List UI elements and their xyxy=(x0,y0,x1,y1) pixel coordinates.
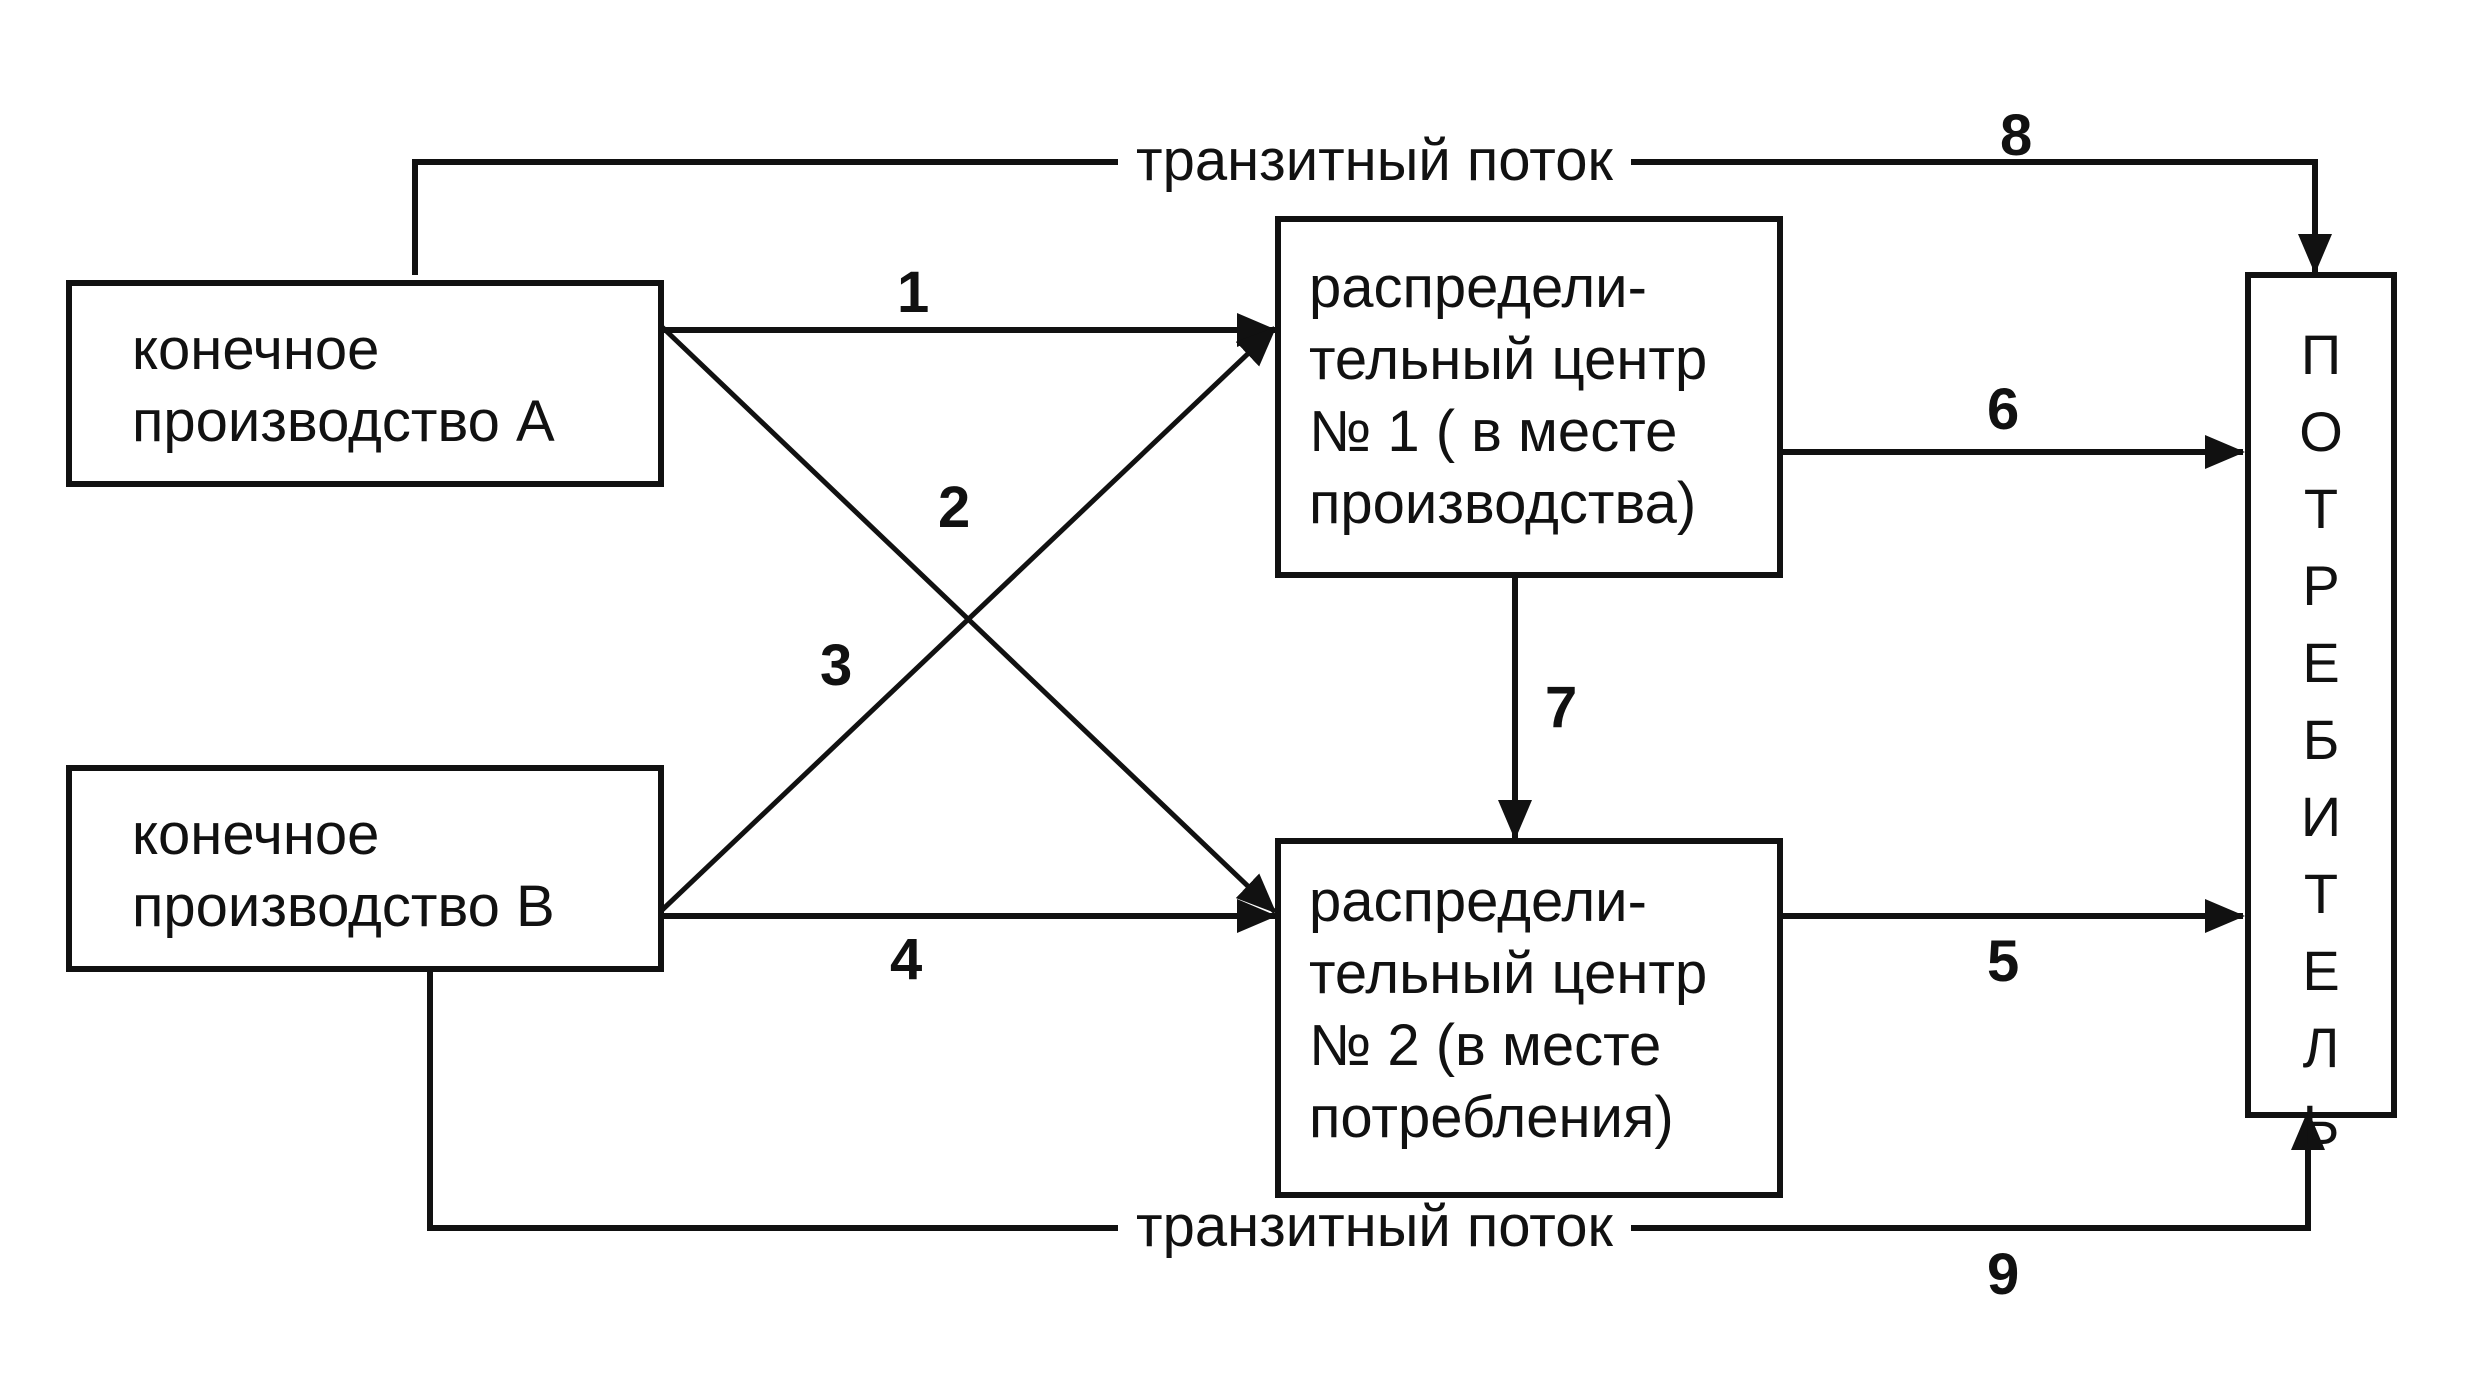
center-2-line-2: тельный центр xyxy=(1309,941,1708,1006)
flow-1-number: 1 xyxy=(897,260,930,325)
center-2-line-3: № 2 (в месте xyxy=(1309,1013,1662,1078)
consumer-letter: Е xyxy=(2302,631,2340,694)
flow-7-number: 7 xyxy=(1545,675,1578,740)
consumer-letter: Т xyxy=(2303,477,2339,540)
center-2-line-1: распредели- xyxy=(1309,869,1647,934)
producer-b-box: конечное производство В xyxy=(66,765,664,972)
consumer-letter: Л xyxy=(2302,1016,2340,1079)
consumer-letter: Б xyxy=(2302,708,2340,771)
flow-3-number: 3 xyxy=(820,633,853,698)
flow-4-number: 4 xyxy=(890,927,923,992)
consumer-letter: Е xyxy=(2302,939,2340,1002)
consumer-letter: Ь xyxy=(2302,1093,2340,1156)
consumer-letter: П xyxy=(2300,323,2342,386)
transit-top-label: транзитный поток xyxy=(1118,128,1631,194)
flow-2-number: 2 xyxy=(938,475,971,540)
flow-6-number: 6 xyxy=(1987,377,2020,442)
producer-b-line-2: производство В xyxy=(132,874,555,939)
transit-bottom-label: транзитный поток xyxy=(1118,1194,1631,1260)
distribution-center-2-box: распредели- тельный центр № 2 (в месте п… xyxy=(1275,838,1783,1198)
flow-5-number: 5 xyxy=(1987,929,2020,994)
flow-8-number: 8 xyxy=(2000,103,2033,168)
consumer-letter: Р xyxy=(2302,554,2340,617)
consumer-label: П О Т Р Е Б И Т Е Л Ь xyxy=(2251,316,2391,1163)
distribution-center-1-box: распредели- тельный центр № 1 ( в месте … xyxy=(1275,216,1783,578)
center-2-line-4: потребления) xyxy=(1309,1085,1674,1150)
center-1-line-2: тельный центр xyxy=(1309,327,1708,392)
producer-b-line-1: конечное xyxy=(132,802,380,867)
flow-9-number: 9 xyxy=(1987,1242,2020,1307)
consumer-letter: О xyxy=(2299,400,2343,463)
producer-a-box: конечное производство А xyxy=(66,280,664,487)
consumer-letter: И xyxy=(2300,785,2342,848)
producer-a-line-1: конечное xyxy=(132,317,380,382)
flow-3-arrow xyxy=(658,326,1277,914)
consumer-letter: Т xyxy=(2303,862,2339,925)
center-1-line-3: № 1 ( в месте xyxy=(1309,399,1678,464)
producer-a-line-2: производство А xyxy=(132,389,555,454)
center-1-line-4: производства) xyxy=(1309,471,1697,536)
consumer-box: П О Т Р Е Б И Т Е Л Ь xyxy=(2245,272,2397,1156)
center-1-line-1: распредели- xyxy=(1309,255,1647,320)
